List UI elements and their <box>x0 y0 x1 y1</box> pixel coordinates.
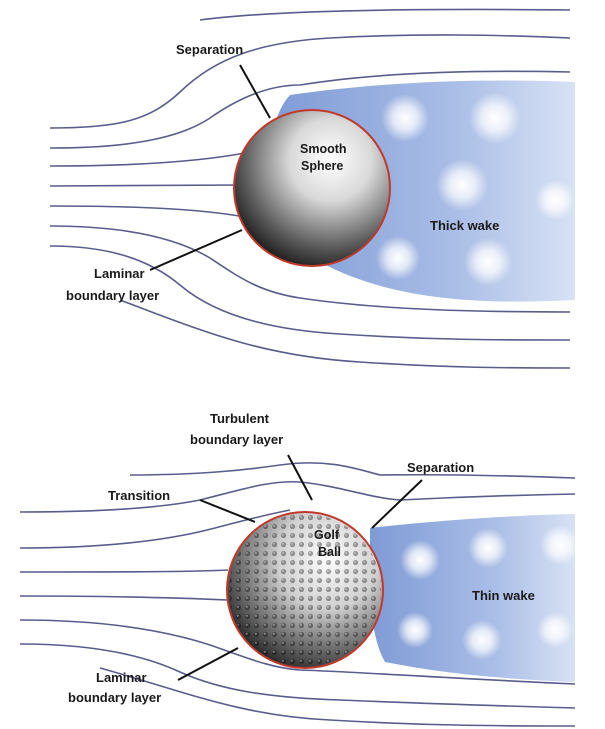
top-panel: Separation Smooth Sphere Thick wake Lami… <box>50 9 575 368</box>
separation-label-bottom: Separation <box>407 460 474 475</box>
turbulent-leader <box>288 455 312 500</box>
golf-ball-dimples <box>229 514 381 666</box>
separation-leader-top <box>240 65 270 118</box>
bottom-panel: Turbulent boundary layer Transition Sepa… <box>20 411 580 726</box>
smooth-sphere-label-line1: Smooth <box>300 142 347 156</box>
thin-wake-label: Thin wake <box>472 588 535 603</box>
turbulent-label-line2: boundary layer <box>190 432 283 447</box>
separation-label-top: Separation <box>176 42 243 57</box>
turbulent-label-line1: Turbulent <box>210 411 270 426</box>
golf-ball-label-line1: Golf <box>314 528 340 542</box>
laminar-label-top-line2: boundary layer <box>66 288 159 303</box>
laminar-label-bottom-line1: Laminar <box>96 670 147 685</box>
smooth-sphere <box>234 110 390 266</box>
thick-wake-label: Thick wake <box>430 218 499 233</box>
transition-leader <box>200 500 255 522</box>
transition-label: Transition <box>108 488 170 503</box>
laminar-leader-top <box>150 230 242 270</box>
separation-leader-bottom <box>372 480 422 528</box>
laminar-leader-bottom <box>178 648 238 680</box>
laminar-label-top-line1: Laminar <box>94 266 145 281</box>
golf-ball-label-line2: Ball <box>318 545 341 559</box>
smooth-sphere-label-line2: Sphere <box>301 159 343 173</box>
laminar-label-bottom-line2: boundary layer <box>68 690 161 705</box>
